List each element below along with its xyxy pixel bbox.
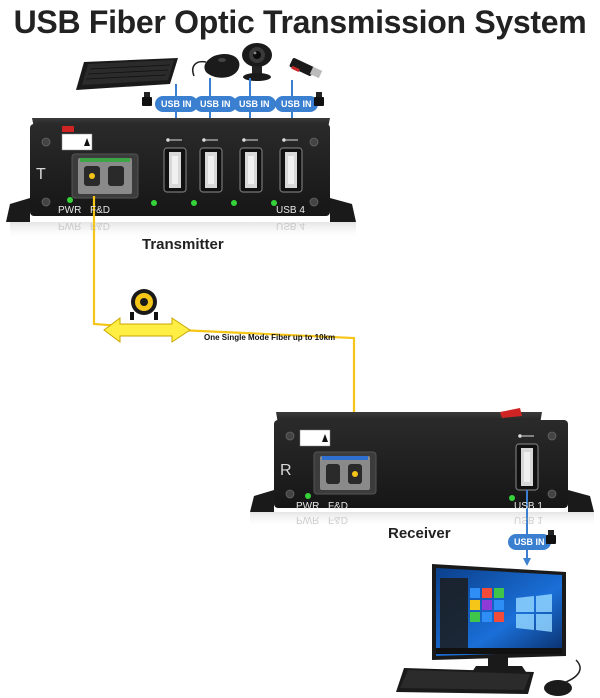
- tx-fd-label: F&D: [90, 205, 110, 216]
- fiber-double-arrow: [103, 317, 191, 343]
- rx-port-reflection: USB 1: [514, 514, 543, 525]
- tx-pwr-reflection: PWR: [58, 220, 82, 231]
- page-title: USB Fiber Optic Transmission System: [13, 4, 587, 40]
- usb-drive-icon: [289, 58, 323, 79]
- usb-plug-icon: [546, 530, 556, 544]
- tx-leds: [67, 197, 277, 206]
- keyboard-icon: [76, 58, 178, 90]
- webcam-icon: [242, 43, 272, 81]
- usb-plug-icon: [142, 92, 152, 106]
- rx-fd-label: F&D: [328, 501, 348, 512]
- tx-fd-reflection: F&D: [90, 220, 110, 231]
- usb-cable-arrow-rx: [523, 558, 531, 566]
- rx-letter: R: [280, 462, 292, 479]
- usb-in-tag: USB IN: [275, 96, 318, 112]
- tx-port-reflection: USB 4: [276, 220, 305, 231]
- pc-mouse-icon: [544, 659, 581, 696]
- monitor-icon: [432, 564, 566, 672]
- rx-leds: [305, 493, 515, 501]
- tx-usb-port-label: USB 4: [276, 205, 305, 216]
- receiver-device: [250, 408, 594, 528]
- usb-plug-icon: [314, 92, 324, 106]
- rx-pwr-label: PWR: [296, 501, 320, 512]
- transmitter-label: Transmitter: [142, 236, 224, 253]
- usb-in-tag: USB IN: [508, 534, 551, 550]
- receiver-label: Receiver: [388, 525, 451, 542]
- rx-pwr-reflection: PWR: [296, 514, 320, 525]
- tx-pwr-label: PWR: [58, 205, 82, 216]
- fiber-spool-icon: [130, 289, 158, 320]
- tx-usb-ports: [163, 147, 303, 193]
- tx-letter: T: [36, 166, 46, 183]
- brand-logo: [62, 126, 74, 132]
- usb-in-tag: USB IN: [194, 96, 237, 112]
- pc-keyboard-icon: [396, 668, 534, 694]
- usb-in-tag: USB IN: [233, 96, 276, 112]
- transmitter-device: [6, 118, 356, 240]
- mouse-icon: [192, 53, 240, 78]
- rx-usb-port-label: USB 1: [514, 501, 543, 512]
- fiber-label: One Single Mode Fiber up to 10km: [204, 333, 336, 342]
- rx-fd-reflection: F&D: [328, 514, 348, 525]
- usb-in-tag: USB IN: [155, 96, 198, 112]
